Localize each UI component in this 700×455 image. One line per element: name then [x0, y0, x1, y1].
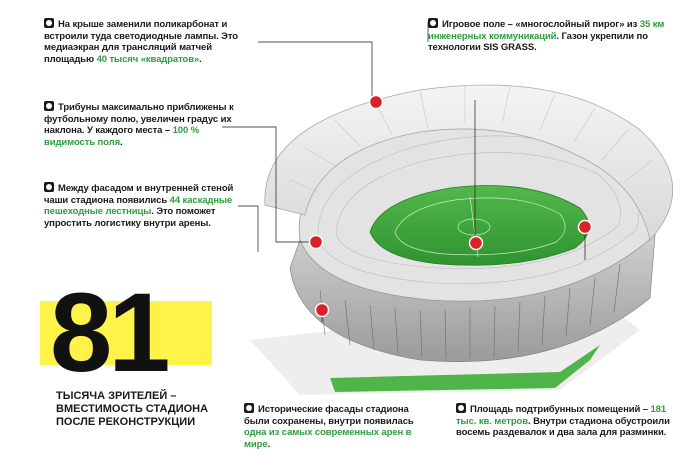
- marker-stands: [308, 234, 324, 250]
- capacity-caption: тысяча зрителей – вместимость стадиона п…: [56, 390, 209, 428]
- note-stands-tail: .: [120, 136, 123, 148]
- note-stairs-text: Между фасадом и внутренней стеной чаши с…: [44, 183, 234, 206]
- leader-lines: [222, 22, 586, 322]
- note-roof-tail: .: [199, 53, 202, 65]
- camera-bullet-icon: [456, 403, 466, 413]
- note-area-highlight: 181 тыс. кв. метров: [456, 404, 667, 427]
- camera-bullet-icon: [428, 18, 438, 28]
- field-markings: [394, 196, 566, 258]
- note-field-tail: . Газон укрепили по технологии SIS GRASS…: [428, 30, 648, 54]
- marker-area: [577, 219, 593, 235]
- note-stairs: Между фасадом и внутренней стеной чаши с…: [44, 182, 254, 229]
- marker-field: [468, 235, 484, 251]
- note-stands-text: Трибуны максимально приближены к футболь…: [44, 102, 234, 136]
- note-roof-text: На крыше заменили поликарбонат и встроил…: [44, 19, 238, 65]
- note-stairs-tail: . Это поможет упростить логистику внутри…: [44, 206, 216, 229]
- camera-bullet-icon: [44, 182, 54, 192]
- camera-bullet-icon: [44, 101, 54, 111]
- note-facades-text: Исторические фасады стадиона были сохран…: [244, 404, 414, 427]
- note-stands: Трибуны максимально приближены к футболь…: [44, 101, 244, 148]
- note-stairs-highlight: 44 каскадные пешеходные лестницы: [44, 194, 233, 218]
- note-field: Игровое поле – «многослойный пирог» из 3…: [428, 18, 668, 54]
- capacity-number: 81: [50, 270, 171, 395]
- note-facades-tail: .: [267, 438, 271, 450]
- marker-roof: [368, 94, 384, 110]
- marker-stairs: [314, 302, 330, 318]
- note-field-highlight: 35 км инженерных коммуникаций: [428, 19, 665, 42]
- note-roof-highlight: 40 тысяч «квадратов»: [96, 53, 200, 65]
- markers: [308, 94, 593, 318]
- highlight-band: [40, 301, 212, 365]
- camera-bullet-icon: [244, 403, 254, 413]
- note-facades-highlight: одна из самых современных арен в мире: [244, 427, 412, 450]
- note-roof: На крыше заменили поликарбонат и встроил…: [44, 18, 264, 65]
- note-stands-highlight: 100 % видимость поля: [44, 125, 200, 148]
- note-area-text: Площадь подтрибунных помещений –: [470, 404, 651, 415]
- note-field-text: Игровое поле – «многослойный пирог» из: [442, 19, 640, 30]
- roof-ring: [264, 84, 673, 241]
- note-area: Площадь подтрибунных помещений – 181 тыс…: [456, 403, 676, 439]
- camera-bullet-icon: [44, 18, 54, 28]
- roof-ribs: [289, 85, 653, 193]
- facade-columns: [319, 263, 621, 359]
- note-area-tail: . Внутри стадиона обустроили восемь разд…: [456, 415, 670, 439]
- lawn-strip: [330, 345, 600, 392]
- note-facades: Исторические фасады стадиона были сохран…: [244, 403, 434, 450]
